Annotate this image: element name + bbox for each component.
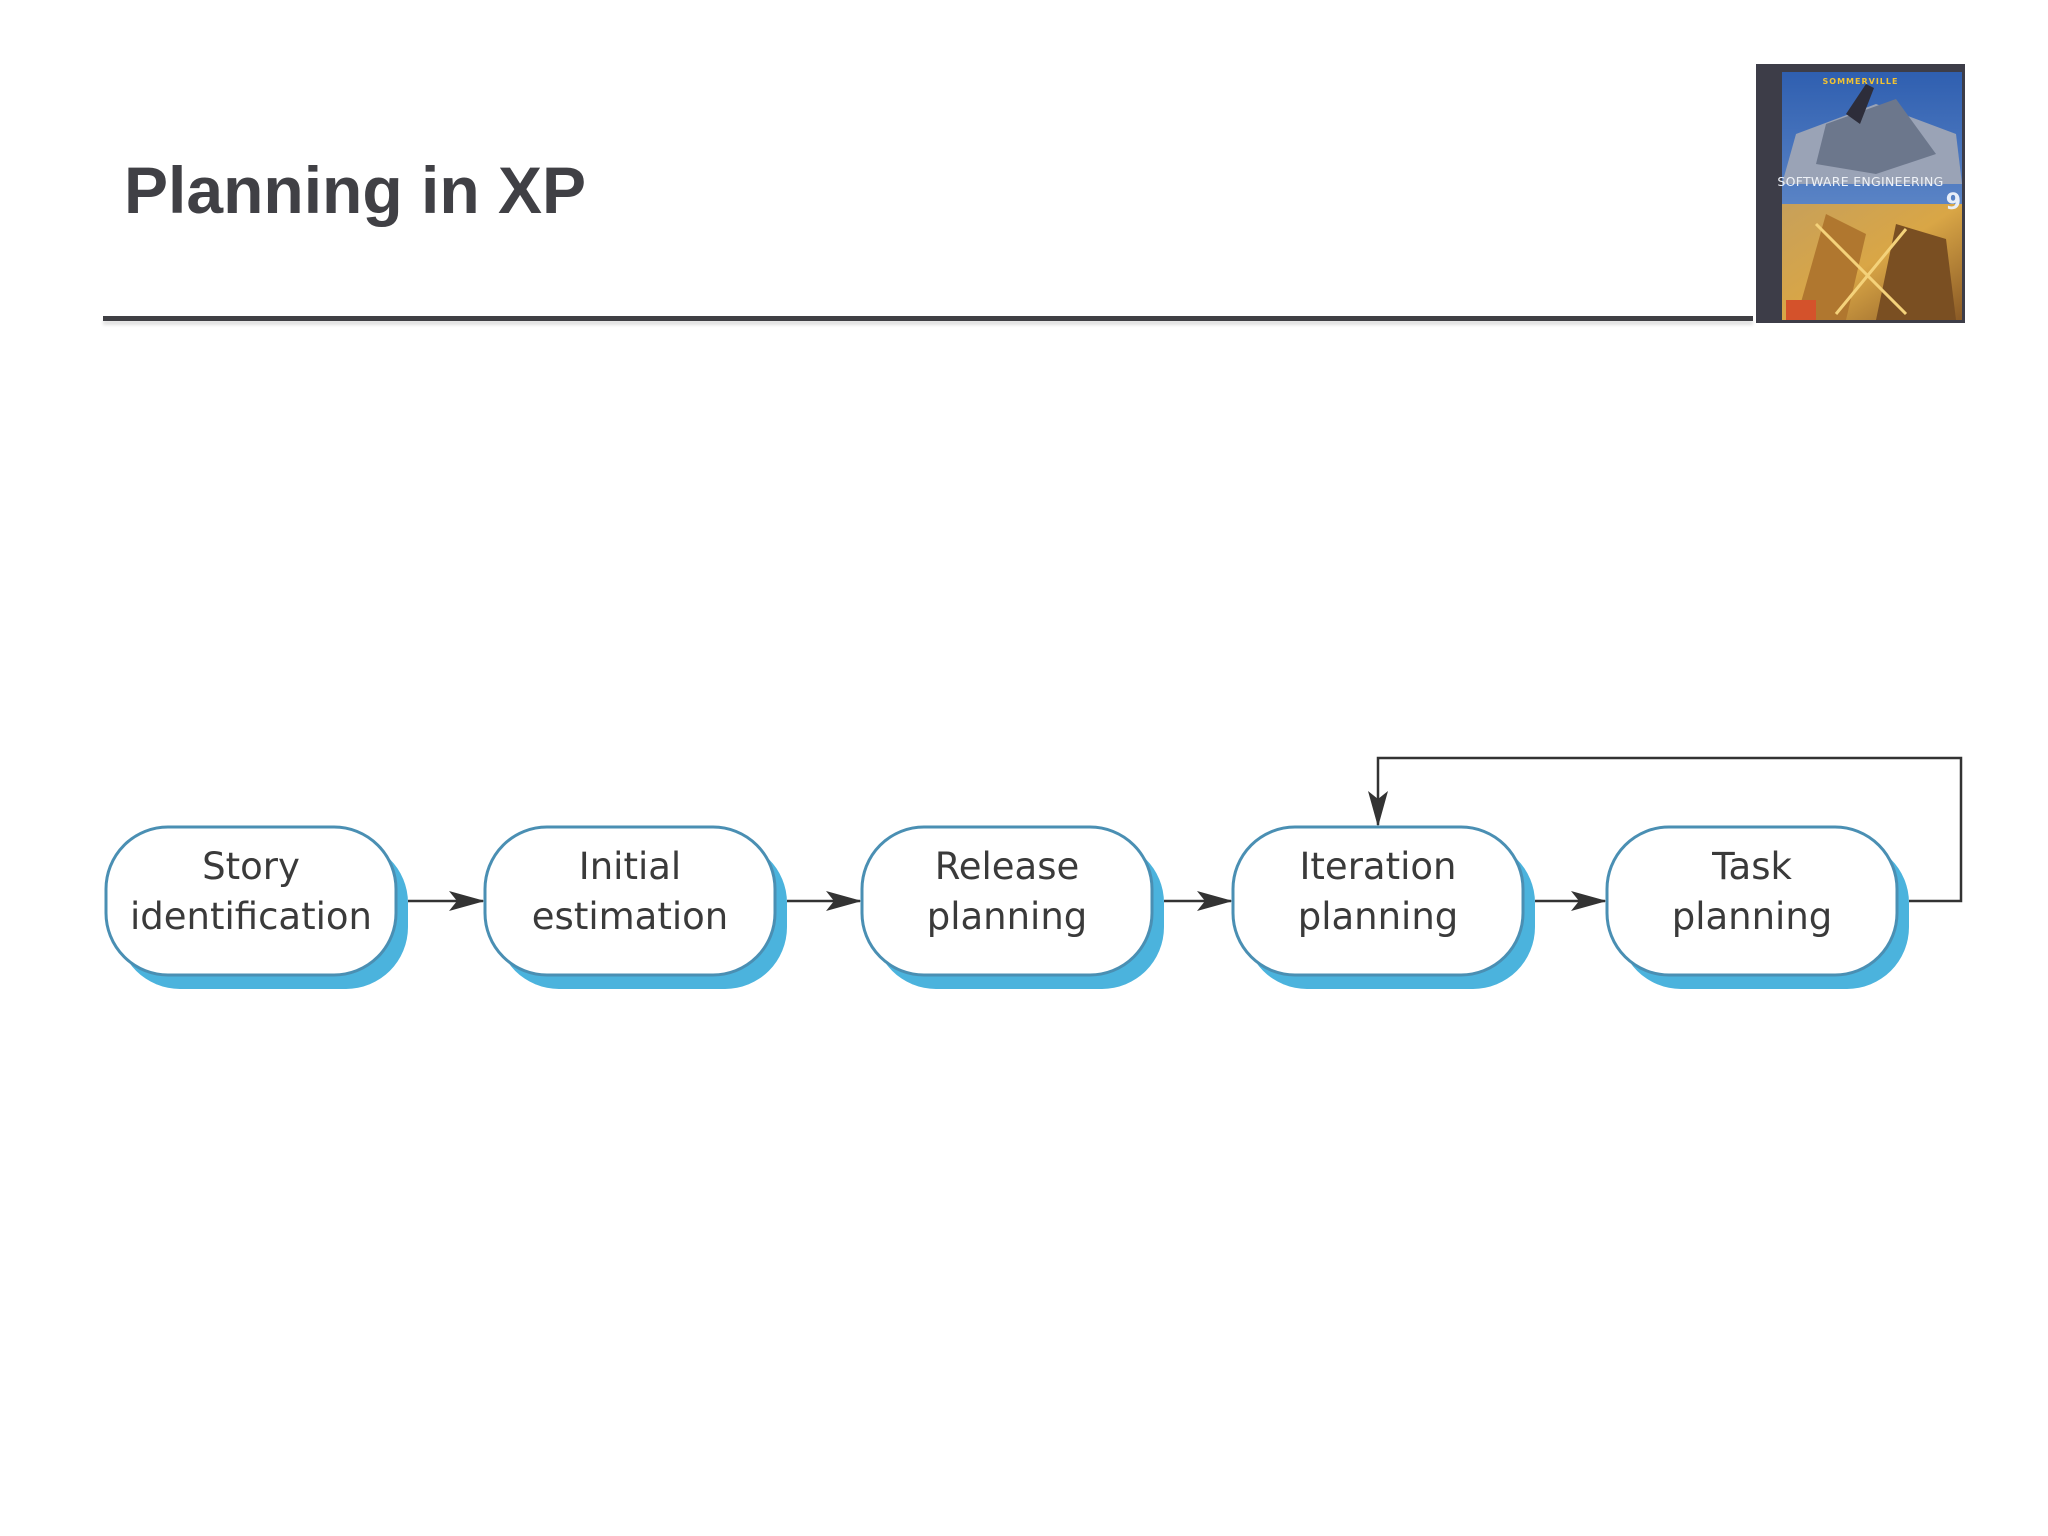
process-node-story-identification: Story identification xyxy=(104,825,408,989)
process-node-iteration-planning: Iteration planning xyxy=(1231,825,1535,989)
node-label-line: identification xyxy=(130,895,372,938)
cover-title: SOFTWARE ENGINEERING xyxy=(1777,174,1944,189)
node-box xyxy=(860,825,1154,977)
process-node-initial-estimation: Initial estimation xyxy=(483,825,787,989)
node-box xyxy=(1605,825,1899,977)
slide-title: Planning in XP xyxy=(124,153,587,227)
edges-layer xyxy=(408,756,1963,911)
node-label-line: planning xyxy=(927,895,1088,938)
node-box xyxy=(483,825,777,977)
node-label-line: Initial xyxy=(579,845,681,888)
cover-edition: 9 xyxy=(1945,190,1961,215)
node-label-line: estimation xyxy=(532,895,728,938)
node-label-line: planning xyxy=(1672,895,1833,938)
node-label-line: Task xyxy=(1711,845,1792,888)
node-label-line: planning xyxy=(1298,895,1459,938)
feedback-arrow xyxy=(1368,756,1963,903)
node-label-line: Release xyxy=(935,845,1080,888)
book-cover-image: SOMMERVILLE SOFTWARE ENGINEERING 9 xyxy=(1756,64,1965,323)
process-node-release-planning: Release planning xyxy=(860,825,1164,989)
process-node-task-planning: Task planning xyxy=(1605,825,1909,989)
node-label-line: Story xyxy=(202,845,300,888)
node-box xyxy=(104,825,398,977)
node-label-line: Iteration xyxy=(1300,845,1457,888)
node-box xyxy=(1231,825,1525,977)
title-divider xyxy=(103,316,1753,321)
cover-author: SOMMERVILLE xyxy=(1822,77,1899,86)
nodes-layer: Story identification Initial estimation Rele… xyxy=(104,825,1909,989)
